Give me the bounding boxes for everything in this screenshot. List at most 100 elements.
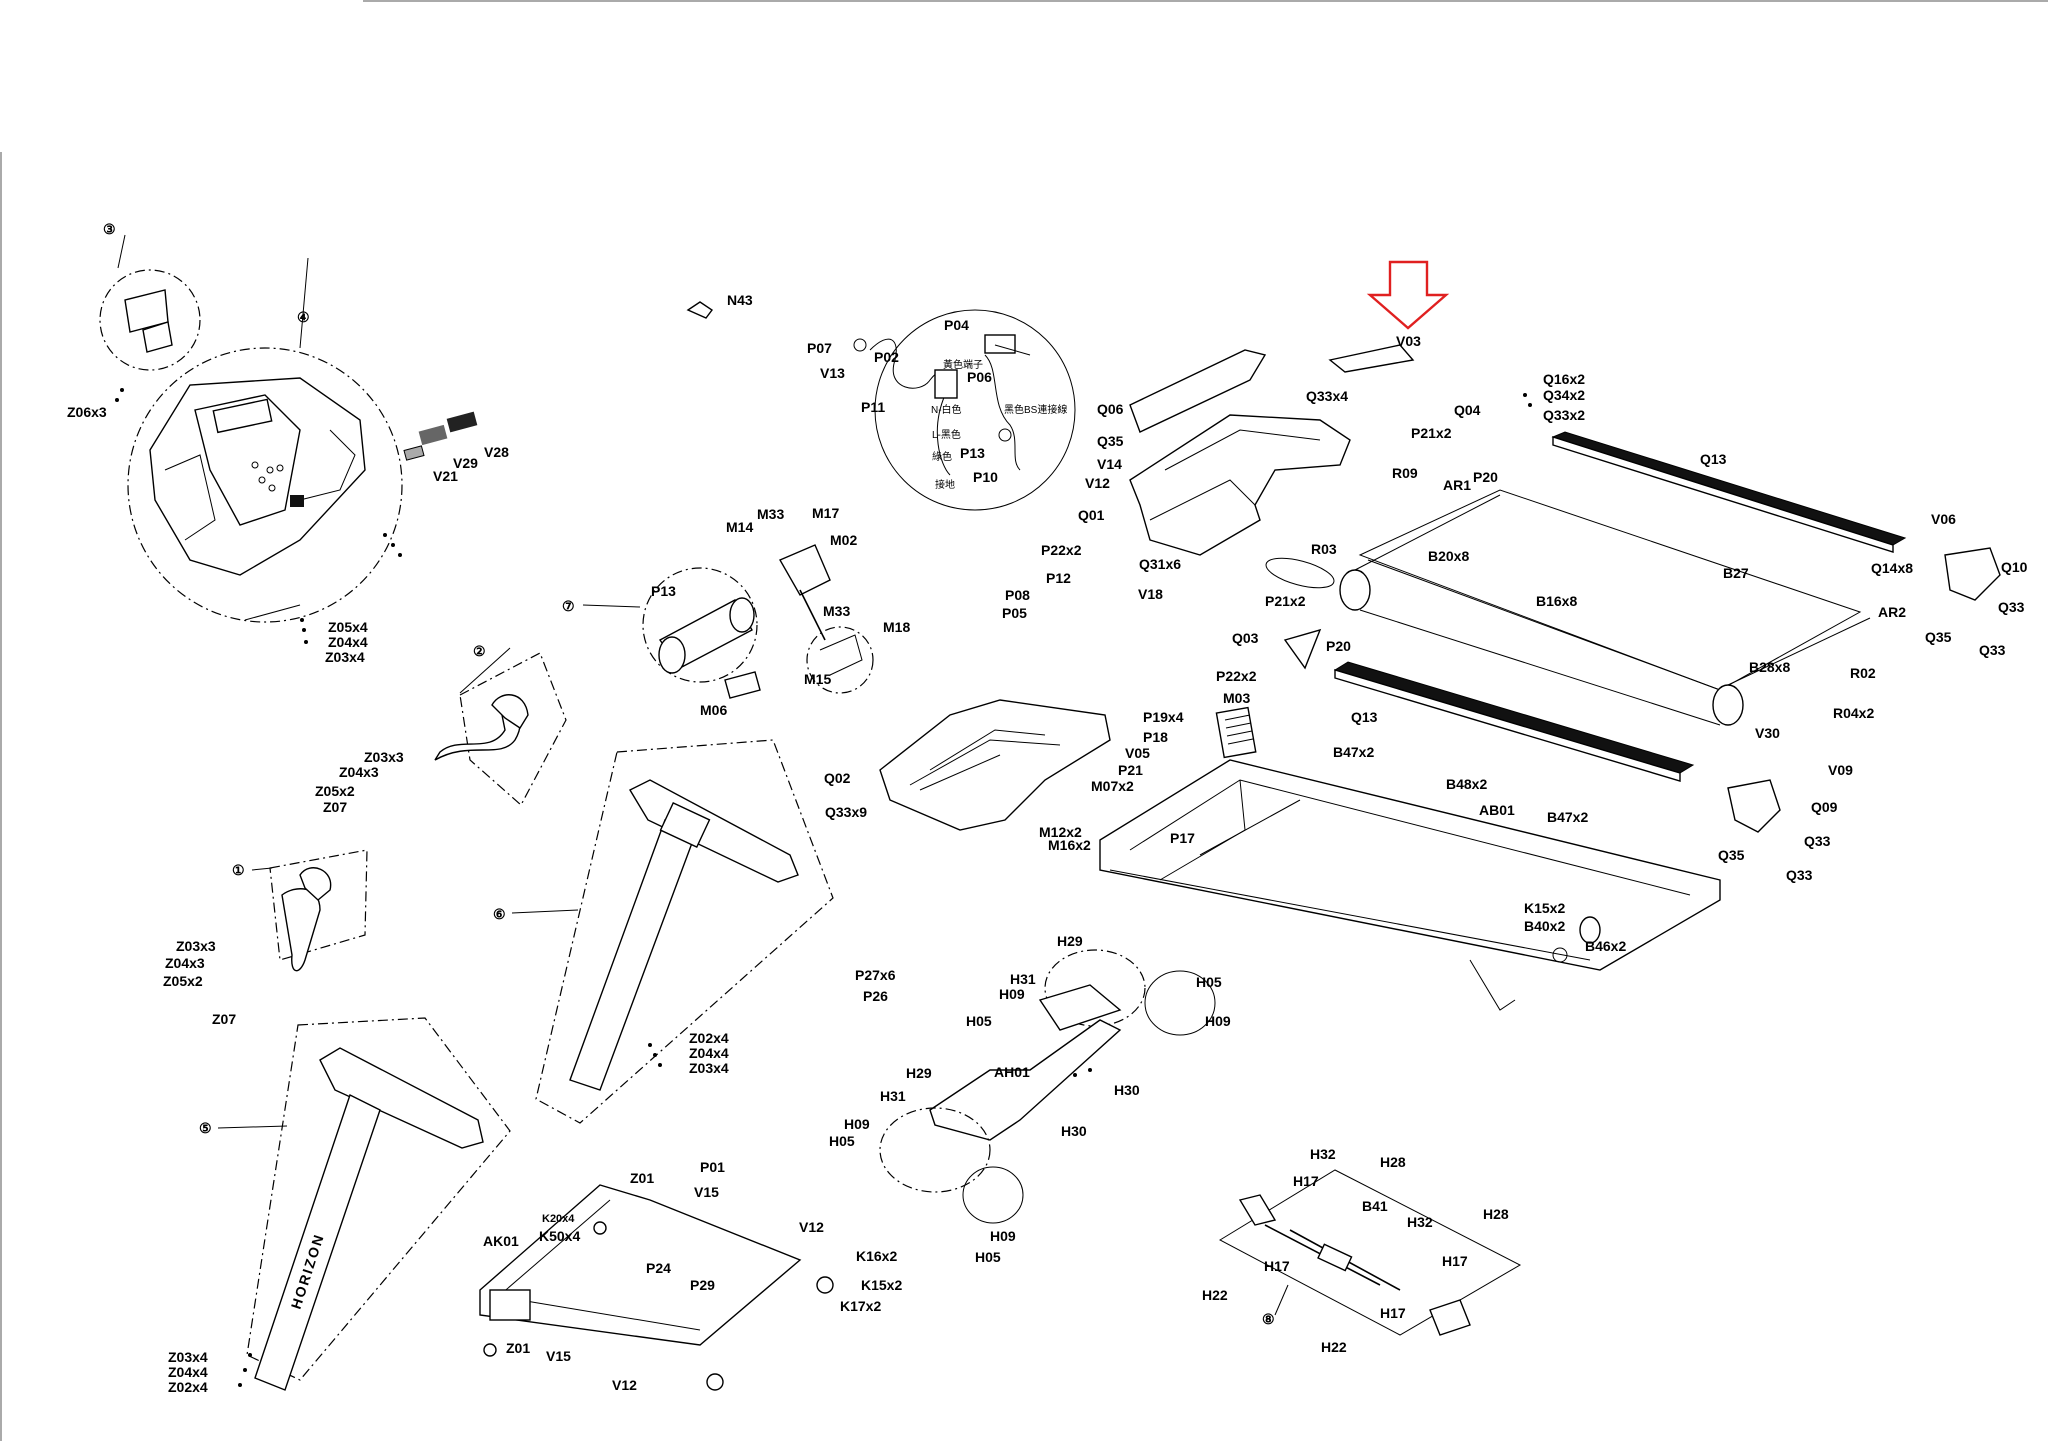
- label-Q16x2: Q16x2: [1543, 371, 1585, 387]
- label-K15x2a: K15x2: [1524, 900, 1565, 916]
- label-H09b: H09: [1205, 1013, 1231, 1029]
- incline-frame: [879, 949, 1216, 1224]
- assembly-6-upright: [535, 739, 834, 1124]
- assembly-3-console-mount: [99, 234, 201, 371]
- note-green: 綠色: [932, 450, 952, 463]
- motor-hood: [1129, 349, 1351, 556]
- label-Q14x8: Q14x8: [1871, 560, 1913, 576]
- label-R02: R02: [1850, 665, 1876, 681]
- label-Z04x4: Z04x4: [328, 634, 368, 650]
- label-Q13b: Q13: [1351, 709, 1378, 725]
- label-P29: P29: [690, 1277, 715, 1293]
- label-H28a: H28: [1380, 1154, 1406, 1170]
- label-M14: M14: [726, 519, 753, 535]
- n43-part: [686, 301, 714, 319]
- label-H30b: H30: [1061, 1123, 1087, 1139]
- label-Z01a: Z01: [630, 1170, 654, 1186]
- label-H31a: H31: [1010, 971, 1036, 987]
- label-K17x2: K17x2: [840, 1298, 881, 1314]
- hand-grip-sensors: [403, 411, 478, 461]
- label-B27: B27: [1723, 565, 1749, 581]
- label-V06: V06: [1931, 511, 1956, 527]
- assembly-8-rollers: [1218, 1169, 1522, 1336]
- label-M03: M03: [1223, 690, 1250, 706]
- label-P21x2b: P21x2: [1265, 593, 1306, 609]
- label-H28b: H28: [1483, 1206, 1509, 1222]
- label-V18: V18: [1138, 586, 1163, 602]
- motor-tray: [879, 699, 1111, 831]
- label-K16x2: K16x2: [856, 1248, 897, 1264]
- label-M15: M15: [804, 671, 831, 687]
- assembly-1-handrail: [269, 849, 368, 972]
- label-Z04x4b: Z04x4: [168, 1364, 208, 1380]
- label-P10: P10: [973, 469, 998, 485]
- label-V12b: V12: [799, 1219, 824, 1235]
- label-K15x2b: K15x2: [861, 1277, 902, 1293]
- label-H17d: H17: [1380, 1305, 1406, 1321]
- label-Q10: Q10: [2001, 559, 2028, 575]
- label-P01: P01: [700, 1159, 725, 1175]
- label-B20x8: B20x8: [1428, 548, 1469, 564]
- label-M18: M18: [883, 619, 910, 635]
- label-Q09: Q09: [1811, 799, 1838, 815]
- side-rail-right: [1551, 431, 1907, 546]
- note-ground: 接地: [935, 478, 955, 491]
- q03-bracket: [1283, 628, 1322, 670]
- base-frame: [479, 1184, 834, 1391]
- label-Z04x3a: Z04x3: [339, 764, 379, 780]
- label-M12x2: M12x2: [1039, 824, 1082, 840]
- label-B16x8: B16x8: [1536, 593, 1577, 609]
- label-V12c: V12: [612, 1377, 637, 1393]
- note-n-white: N-白色: [931, 403, 962, 416]
- label-H17b: H17: [1442, 1253, 1468, 1269]
- label-H22b: H22: [1321, 1339, 1347, 1355]
- label-K50x4: K50x4: [539, 1228, 580, 1244]
- label-P06: P06: [967, 369, 992, 385]
- label-M06: M06: [700, 702, 727, 718]
- label-R04x2: R04x2: [1833, 705, 1874, 721]
- label-Q35b: Q35: [1925, 629, 1952, 645]
- assembly-callouts: ③ ④ ⑦ ② ① ⑥ ⑤ ⑧: [103, 221, 1275, 1327]
- drive-belt: [1265, 557, 1335, 589]
- label-P21x2a: P21x2: [1411, 425, 1452, 441]
- callout-6: ⑥: [493, 906, 506, 922]
- main-frame: [1099, 759, 1721, 1011]
- callout-2: ②: [473, 643, 486, 659]
- callout-5: ⑤: [199, 1120, 212, 1136]
- label-AR2: AR2: [1878, 604, 1906, 620]
- label-Q04: Q04: [1454, 402, 1481, 418]
- label-Z04x3b: Z04x3: [165, 955, 205, 971]
- label-B46x2: B46x2: [1585, 938, 1626, 954]
- label-P21: P21: [1118, 762, 1143, 778]
- label-B28x8: B28x8: [1749, 659, 1790, 675]
- label-M33a: M33: [757, 506, 784, 522]
- side-rail-left: [1333, 661, 1695, 774]
- label-M02: M02: [830, 532, 857, 548]
- label-V05: V05: [1125, 745, 1150, 761]
- label-B47x2b: B47x2: [1547, 809, 1588, 825]
- v03-label-decal: [1328, 344, 1415, 373]
- label-Z07b: Z07: [212, 1011, 236, 1027]
- label-H17a: H17: [1293, 1173, 1319, 1189]
- label-Z03x4a: Z03x4: [689, 1060, 729, 1076]
- note-yellow-terminal: 黃色端子: [943, 358, 983, 371]
- label-Q31x6: Q31x6: [1139, 556, 1181, 572]
- label-P18: P18: [1143, 729, 1168, 745]
- label-H29a: H29: [1057, 933, 1083, 949]
- label-B40x2: B40x2: [1524, 918, 1565, 934]
- callout-8: ⑧: [1262, 1311, 1275, 1327]
- label-Q03: Q03: [1232, 630, 1259, 646]
- label-Q02: Q02: [824, 770, 851, 786]
- assembly-2-handrail: [434, 652, 567, 806]
- label-Q35c: Q35: [1718, 847, 1745, 863]
- fasteners: [115, 388, 1532, 1387]
- assembly-7-motor: [642, 567, 761, 699]
- end-cap-left: [1727, 779, 1781, 833]
- label-P27x6: P27x6: [855, 967, 896, 983]
- label-B48x2: B48x2: [1446, 776, 1487, 792]
- label-P13: P13: [960, 445, 985, 461]
- label-P22x2b: P22x2: [1216, 668, 1257, 684]
- callout-3: ③: [103, 221, 116, 237]
- label-M17: M17: [812, 505, 839, 521]
